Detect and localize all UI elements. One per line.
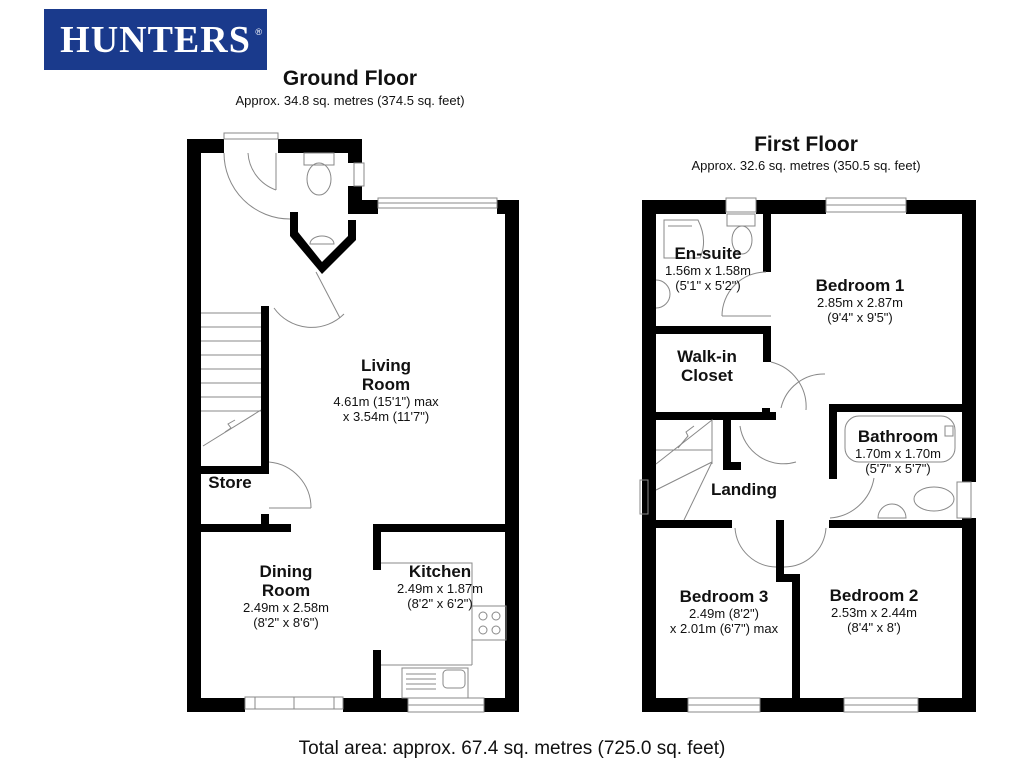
logo-text: HUNTERS	[60, 18, 251, 61]
room-dimensions: (8'4" x 8')	[847, 620, 901, 635]
room-dimensions: x 2.01m (6'7") max	[669, 621, 779, 636]
room-name-line: En-suite	[674, 244, 742, 263]
room-dimensions: 2.49m (8'2")	[689, 606, 759, 621]
total-area: Total area: approx. 67.4 sq. metres (725…	[298, 738, 726, 759]
registered-mark: ®	[255, 27, 262, 37]
room-walk-in-closet: Walk-in Closet	[662, 347, 752, 385]
room-dimensions: 1.56m x 1.58m	[665, 263, 751, 278]
room-dimensions: (8'2" x 8'6")	[253, 615, 319, 630]
room-name-line: Closet	[681, 366, 733, 385]
room-name-line: Bedroom 2	[829, 586, 919, 605]
first-floor-title: First Floor	[754, 133, 858, 156]
room-dimensions: 2.85m x 2.87m	[817, 295, 903, 310]
first-floor-walls	[642, 200, 976, 712]
room-dimensions: 4.61m (15'1") max	[333, 394, 439, 409]
room-dimensions: (9'4" x 9'5")	[827, 310, 893, 325]
room-name-line: Landing	[710, 480, 778, 499]
room-landing: Landing	[700, 480, 788, 499]
room-dimensions: (5'1" x 5'2")	[675, 278, 741, 293]
room-dimensions: 1.70m x 1.70m	[855, 446, 941, 461]
room-name-line: Walk-in	[677, 347, 737, 366]
room-name-line: Store	[208, 473, 252, 492]
first-floor-area: Approx. 32.6 sq. metres (350.5 sq. feet)	[691, 158, 921, 173]
room-dimensions: 2.53m x 2.44m	[831, 605, 917, 620]
room-bathroom: Bathroom 1.70m x 1.70m (5'7" x 5'7")	[838, 427, 958, 476]
room-dimensions: 2.49m x 2.58m	[243, 600, 329, 615]
room-dimensions: x 3.54m (11'7")	[342, 409, 430, 424]
room-name-line: Living	[360, 356, 412, 375]
room-dimensions: (8'2" x 6'2")	[407, 596, 473, 611]
hunters-logo: HUNTERS ®	[44, 9, 267, 70]
room-name-line: Dining	[259, 562, 313, 581]
room-kitchen: Kitchen 2.49m x 1.87m (8'2" x 6'2")	[380, 562, 500, 611]
room-name-line: Bedroom 3	[679, 587, 769, 606]
room-dimensions: (5'7" x 5'7")	[865, 461, 931, 476]
ground-floor-walls	[187, 139, 519, 712]
room-name-line: Bedroom 1	[815, 276, 905, 295]
ground-floor-fixtures	[201, 132, 507, 713]
room-dimensions: 2.49m x 1.87m	[397, 581, 483, 596]
ground-floor-area: Approx. 34.8 sq. metres (374.5 sq. feet)	[235, 93, 465, 108]
room-bedroom-1: Bedroom 1 2.85m x 2.87m (9'4" x 9'5")	[800, 276, 920, 325]
room-name-line: Room	[361, 375, 411, 394]
room-store: Store	[202, 473, 258, 492]
room-name-line: Room	[261, 581, 311, 600]
ground-floor-title: Ground Floor	[282, 67, 418, 90]
room-bedroom-3: Bedroom 3 2.49m (8'2") x 2.01m (6'7") ma…	[654, 587, 794, 636]
room-dining-room: Dining Room 2.49m x 2.58m (8'2" x 8'6")	[216, 562, 356, 630]
room-bedroom-2: Bedroom 2 2.53m x 2.44m (8'4" x 8')	[812, 586, 936, 635]
room-name-line: Kitchen	[408, 562, 472, 581]
room-living-room: Living Room 4.61m (15'1") max x 3.54m (1…	[316, 356, 456, 424]
first-floor-fixtures	[639, 197, 972, 713]
room-name-line: Bathroom	[857, 427, 939, 446]
room-en-suite: En-suite 1.56m x 1.58m (5'1" x 5'2")	[652, 244, 764, 293]
